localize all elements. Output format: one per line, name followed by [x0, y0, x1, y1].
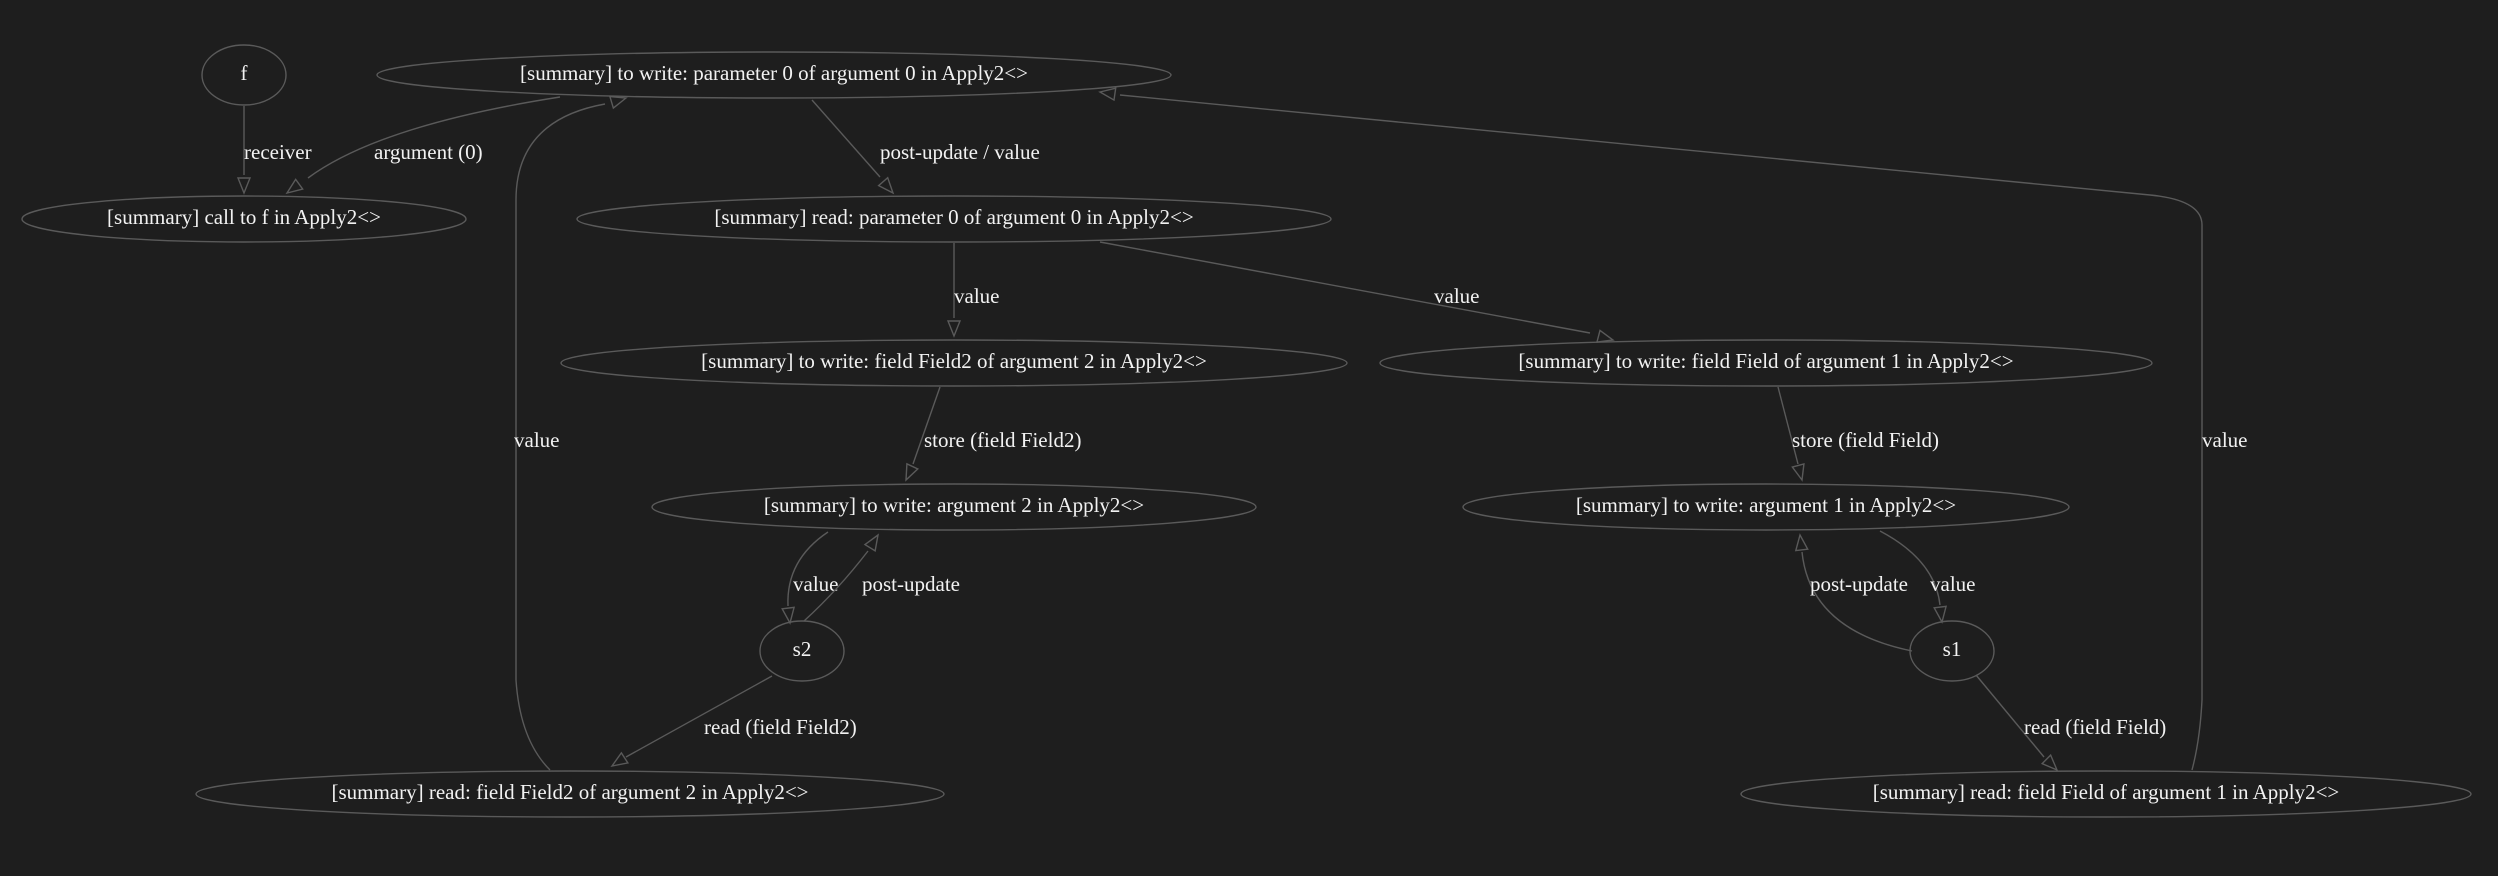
- edge-line: [1879, 530, 1941, 606]
- edge-arrowhead: [877, 176, 895, 195]
- edge-label: post-update: [1810, 572, 1908, 596]
- edge-s2-to-rf2: read (field Field2): [610, 675, 857, 768]
- edge-arrowhead: [608, 95, 628, 110]
- edge-wf2-to-wa2: store (field Field2): [905, 386, 1081, 482]
- edge-line: [787, 531, 829, 607]
- edge-line: [811, 99, 881, 178]
- edge-s1-to-rf1: read (field Field): [1975, 674, 2166, 772]
- node-label: [summary] read: parameter 0 of argument …: [714, 205, 1193, 229]
- edge-wa2-to-s2: value: [781, 531, 838, 625]
- edge-rp0-to-wf1: value: [1099, 241, 1615, 343]
- node-ellipse: [1379, 339, 2153, 387]
- edge-rf2-to-wp0: value: [514, 95, 628, 771]
- edge-arrowhead: [781, 606, 796, 625]
- node-label: [summary] to write: field Field2 of argu…: [701, 349, 1207, 373]
- edge-arrowhead: [1098, 87, 1117, 102]
- edge-line: [625, 675, 773, 758]
- edge-rf1-to-wp0: value: [1098, 87, 2247, 771]
- node-wa1: [summary] to write: argument 1 in Apply2…: [1462, 483, 2070, 531]
- edge-arrowhead: [285, 178, 304, 195]
- node-s2: s2: [759, 620, 845, 682]
- node-rp0: [summary] read: parameter 0 of argument …: [576, 195, 1332, 243]
- edge-label: value: [1930, 572, 1975, 596]
- node-rf2: [summary] read: field Field2 of argument…: [195, 770, 945, 818]
- edge-arrowhead: [2040, 753, 2059, 772]
- edge-wf1-to-wa1: store (field Field): [1777, 386, 1939, 482]
- node-label: [summary] to write: argument 2 in Apply2…: [764, 493, 1144, 517]
- node-ellipse: [1740, 770, 2472, 818]
- node-wa2: [summary] to write: argument 2 in Apply2…: [651, 483, 1257, 531]
- node-label: [summary] read: field Field of argument …: [1873, 780, 2340, 804]
- edge-label: post-update: [862, 572, 960, 596]
- edge-line: [1801, 551, 1913, 652]
- node-ellipse: [1909, 620, 1995, 682]
- node-ellipse: [195, 770, 945, 818]
- edge-line: [1777, 386, 1799, 465]
- node-label: s2: [793, 637, 812, 661]
- edges-layer: receiver argument (0) post-update / value v…: [236, 87, 2247, 772]
- node-wf2: [summary] to write: field Field2 of argu…: [560, 339, 1348, 387]
- edge-f-to-callf: receiver: [236, 106, 312, 195]
- edge-wa1-to-s1: value: [1879, 530, 1975, 624]
- edge-label: value: [793, 572, 838, 596]
- node-ellipse: [560, 339, 1348, 387]
- node-ellipse: [376, 51, 1172, 99]
- edge-arrowhead: [946, 320, 962, 338]
- node-label: s1: [1943, 637, 1962, 661]
- node-s1: s1: [1909, 620, 1995, 682]
- edge-label: store (field Field): [1792, 428, 1939, 452]
- edge-line: [307, 96, 561, 179]
- edge-label: read (field Field2): [704, 715, 857, 739]
- edge-arrowhead: [1596, 329, 1615, 343]
- edge-arrowhead: [236, 177, 252, 195]
- edge-s2-to-wa2: post-update: [803, 533, 960, 622]
- nodes-layer: f [summary] to write: parameter 0 of argu…: [21, 44, 2472, 818]
- edge-label: read (field Field): [2024, 715, 2166, 739]
- edge-line: [912, 386, 941, 465]
- edge-arrowhead: [1933, 605, 1948, 624]
- edge-line: [803, 550, 869, 622]
- edge-arrowhead: [1791, 463, 1805, 482]
- edge-label: argument (0): [374, 140, 483, 164]
- node-label: f: [241, 61, 248, 85]
- node-wp0: [summary] to write: parameter 0 of argum…: [376, 51, 1172, 99]
- edge-rp0-to-wf2: value: [946, 243, 999, 338]
- edge-label: post-update / value: [880, 140, 1040, 164]
- edge-line: [1119, 94, 2203, 771]
- node-rf1: [summary] read: field Field of argument …: [1740, 770, 2472, 818]
- node-ellipse: [21, 195, 467, 243]
- node-f: f: [201, 44, 287, 106]
- edge-wp0-to-rp0: post-update / value: [811, 99, 1040, 195]
- edge-label: value: [1434, 284, 1479, 308]
- edge-line: [1975, 674, 2045, 758]
- node-ellipse: [201, 44, 287, 106]
- node-wf1: [summary] to write: field Field of argum…: [1379, 339, 2153, 387]
- node-label: [summary] to write: argument 1 in Apply2…: [1576, 493, 1956, 517]
- edge-arrowhead: [863, 533, 879, 553]
- edge-wp0-to-callf: argument (0): [285, 96, 561, 195]
- edge-line: [1099, 241, 1591, 334]
- edge-label: store (field Field2): [924, 428, 1081, 452]
- node-label: [summary] to write: field Field of argum…: [1518, 349, 2013, 373]
- node-label: [summary] to write: parameter 0 of argum…: [520, 61, 1028, 85]
- node-ellipse: [1462, 483, 2070, 531]
- edge-label: value: [954, 284, 999, 308]
- edge-s1-to-wa1: post-update: [1794, 533, 1913, 652]
- edge-arrowhead: [1794, 533, 1809, 552]
- edge-label: value: [514, 428, 559, 452]
- node-label: [summary] call to f in Apply2<>: [107, 205, 381, 229]
- edge-arrowhead: [905, 462, 920, 482]
- node-ellipse: [759, 620, 845, 682]
- edge-label: value: [2202, 428, 2247, 452]
- node-callf: [summary] call to f in Apply2<>: [21, 195, 467, 243]
- node-ellipse: [576, 195, 1332, 243]
- edge-line: [515, 103, 606, 771]
- node-ellipse: [651, 483, 1257, 531]
- node-label: [summary] read: field Field2 of argument…: [331, 780, 808, 804]
- edge-label: receiver: [244, 140, 312, 164]
- edge-arrowhead: [610, 751, 630, 768]
